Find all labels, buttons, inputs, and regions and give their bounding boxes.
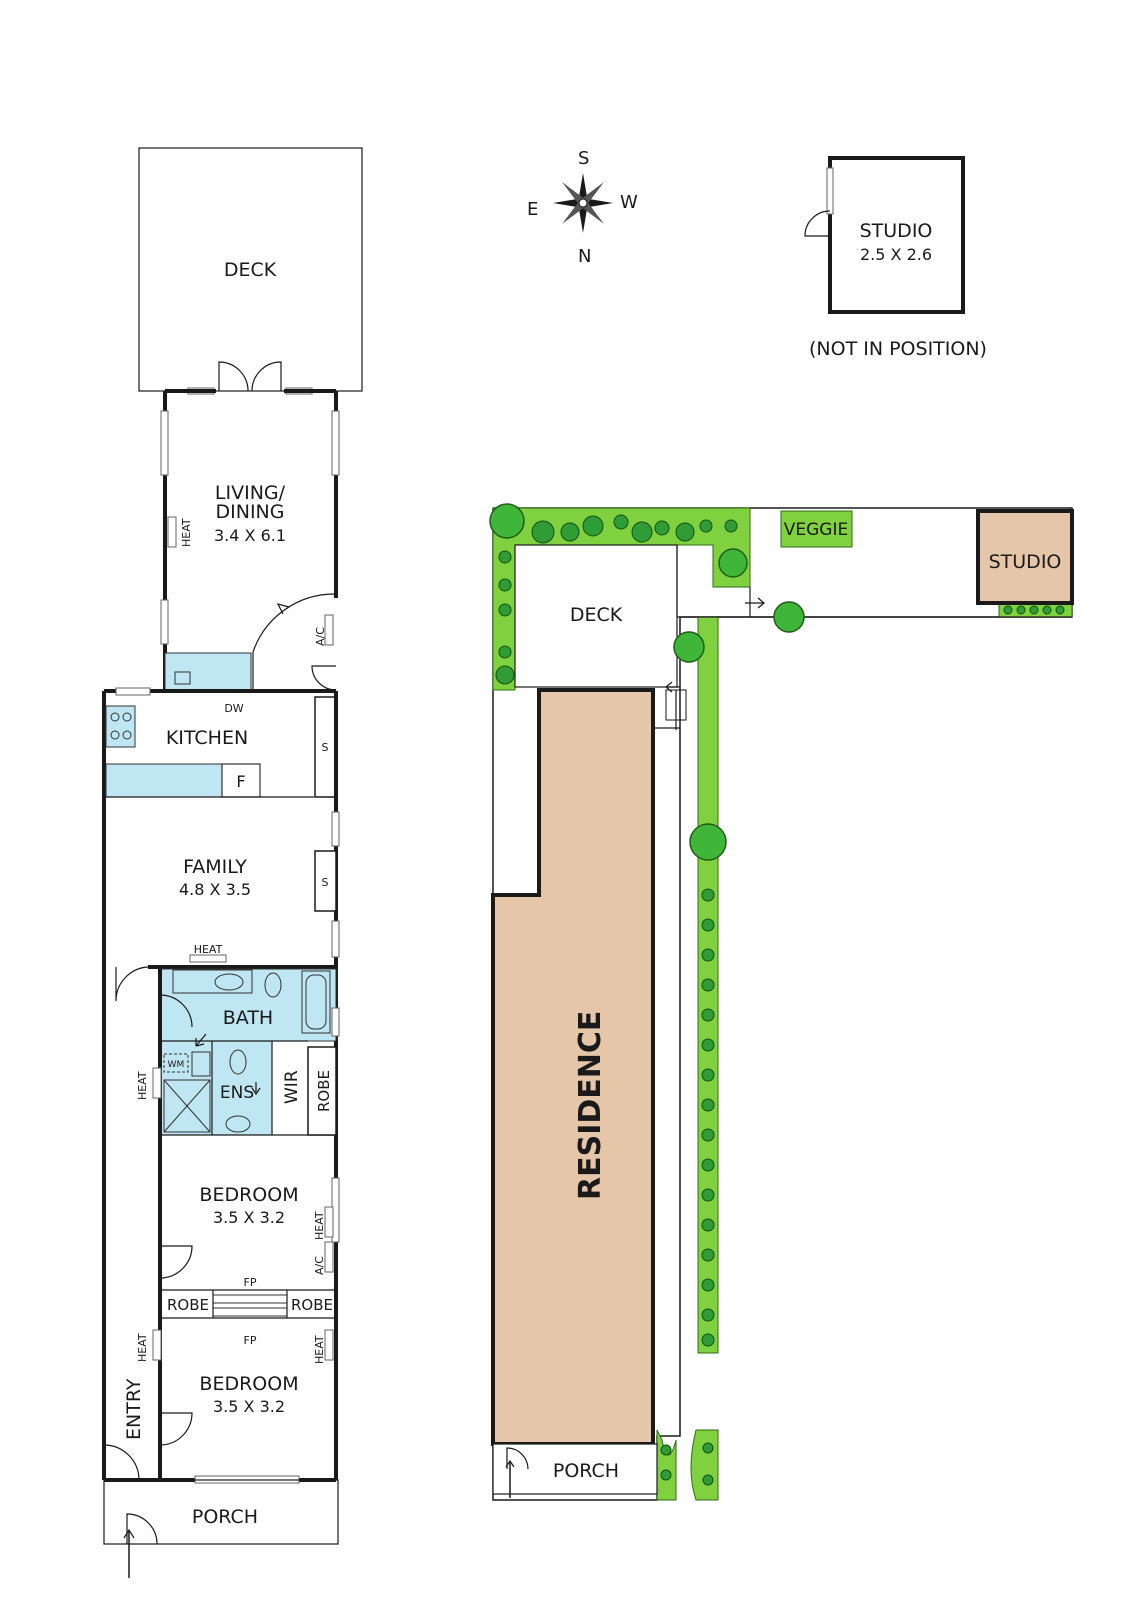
dw-label: DW [224, 702, 243, 715]
entry-label: ENTRY [123, 1378, 145, 1440]
compass-n-label: N [578, 246, 591, 267]
bedroom1-ac-label: A/C [313, 1256, 326, 1275]
fp-label-top: FP [244, 1276, 257, 1289]
robe-right-label: ROBE [291, 1296, 333, 1314]
compass-s-label: S [578, 148, 589, 169]
fridge-label: F [236, 772, 245, 791]
wir-label: WIR [282, 1070, 302, 1104]
ens-label: ENS [220, 1083, 254, 1103]
family-label: FAMILY [183, 856, 247, 878]
kitchen-label: KITCHEN [166, 727, 248, 749]
studio-inset-note: (NOT IN POSITION) [809, 338, 987, 360]
living-label-line1: LIVING/ [215, 482, 286, 504]
living-dims: 3.4 X 6.1 [214, 526, 286, 545]
deck-label: DECK [224, 259, 277, 281]
family-heat-label: HEAT [194, 943, 223, 956]
bedroom2-heat-left: HEAT [136, 1333, 149, 1362]
bedroom2-dims: 3.5 X 3.2 [213, 1397, 285, 1416]
compass-rose: S N E W [527, 148, 638, 267]
bath-label: BATH [223, 1007, 273, 1029]
compass-w-label: W [620, 192, 638, 213]
bedroom2-label: BEDROOM [199, 1373, 298, 1395]
entry-heat-label: HEAT [136, 1071, 149, 1100]
wm-label: WM [168, 1060, 185, 1070]
site-deck-label: DECK [570, 604, 623, 626]
ensuite-floor [159, 1040, 273, 1136]
bedroom2-heat-right: HEAT [313, 1335, 326, 1364]
studio-inset-dims: 2.5 X 2.6 [860, 245, 932, 264]
porch-label: PORCH [192, 1506, 258, 1528]
house-floor-plan: DECK HEAT LIVING/ DINING 3.4 X 6.1 A/C D… [102, 147, 363, 1578]
cooktop [105, 705, 136, 748]
robe-left-label: ROBE [167, 1296, 209, 1314]
ac-label-living: A/C [314, 627, 327, 646]
wir-robe-label: ROBE [315, 1070, 333, 1112]
storage-label-family: S [322, 876, 329, 889]
bedroom1-heat-label: HEAT [313, 1211, 326, 1240]
studio-inset-name: STUDIO [860, 220, 933, 242]
site-veggie-label: VEGGIE [784, 520, 848, 540]
bedroom1-label: BEDROOM [199, 1184, 298, 1206]
bedroom1-dims: 3.5 X 3.2 [213, 1208, 285, 1227]
fp-label-bottom: FP [244, 1334, 257, 1347]
site-porch-label: PORCH [553, 1460, 619, 1482]
deck-area [138, 147, 363, 392]
living-label-line2: DINING [216, 501, 285, 523]
studio-inset: STUDIO 2.5 X 2.6 (NOT IN POSITION) [804, 156, 987, 360]
storage-label-kitchen: S [322, 741, 329, 754]
living-heat-label: HEAT [180, 518, 193, 547]
site-residence-label: RESIDENCE [573, 1011, 608, 1200]
family-dims: 4.8 X 3.5 [179, 880, 251, 899]
site-plan: VEGGIE STUDIO DECK RESIDENCE PORCH [489, 503, 1074, 1501]
site-studio-label: STUDIO [989, 551, 1062, 573]
kitchen-island [105, 763, 223, 798]
bathroom-floor [159, 968, 337, 1042]
trees [489, 503, 1065, 1486]
compass-e-label: E [527, 199, 538, 220]
